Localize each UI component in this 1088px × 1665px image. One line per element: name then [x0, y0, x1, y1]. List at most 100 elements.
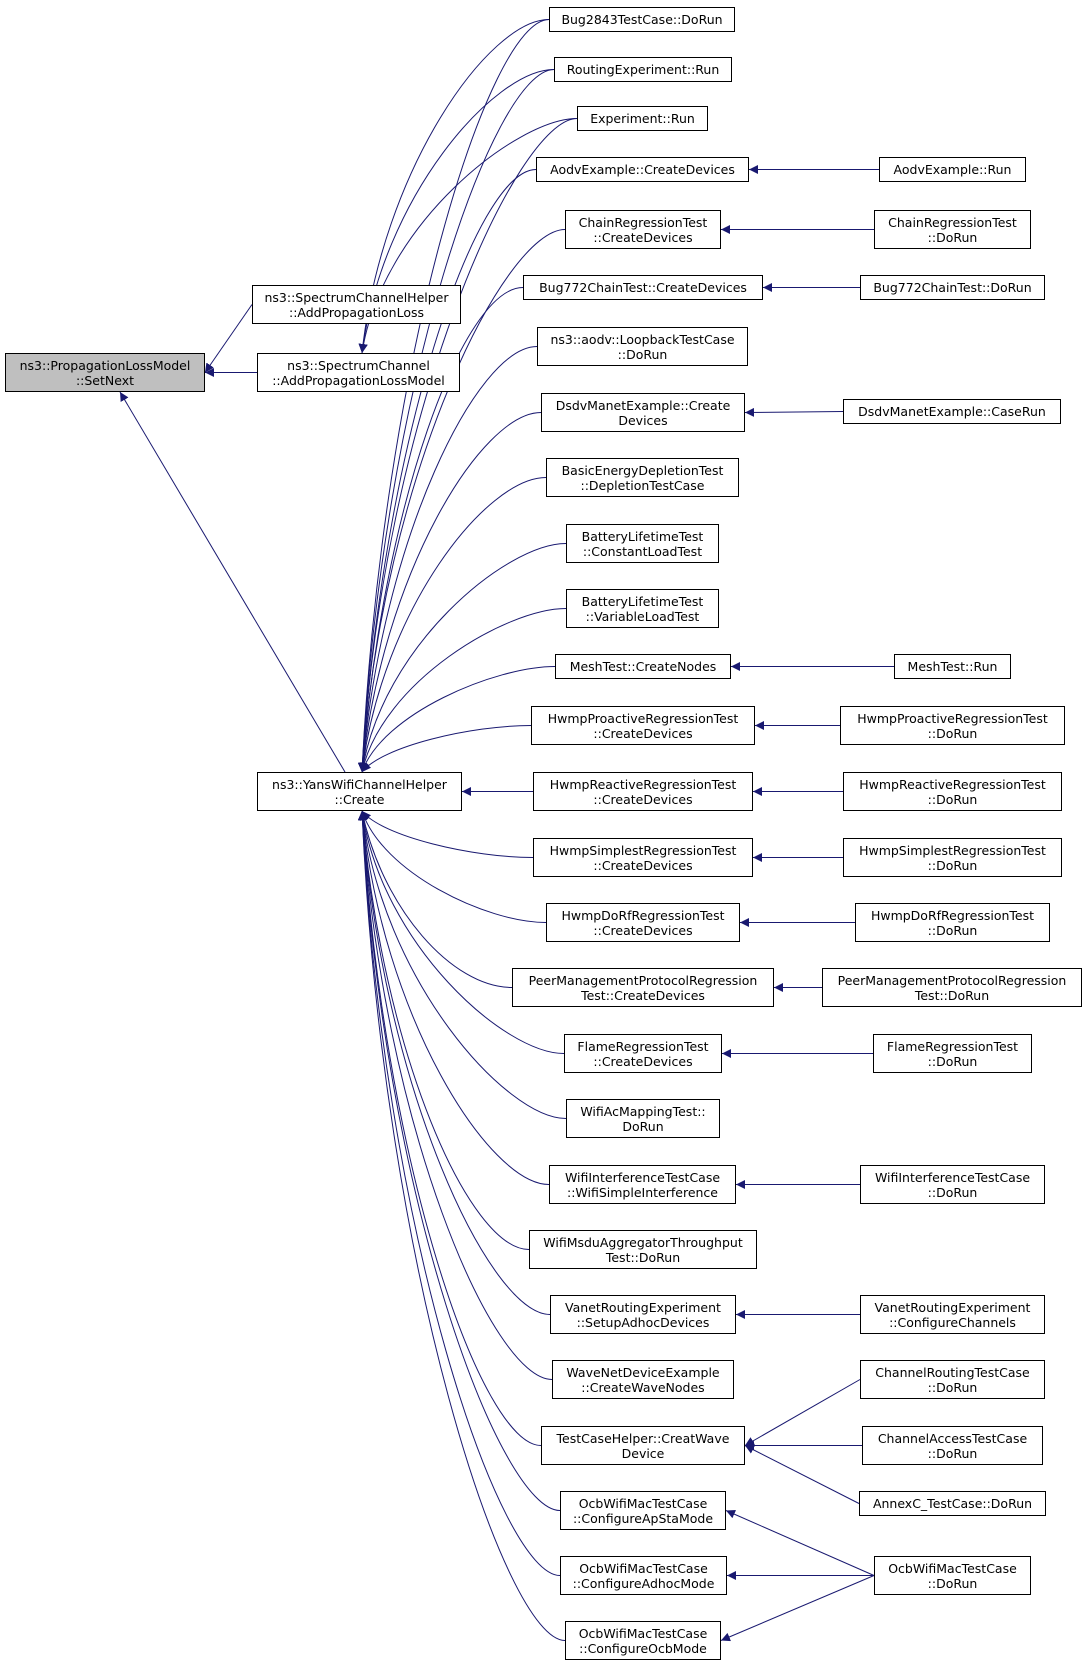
node-line: FlameRegressionTest — [886, 1038, 1019, 1054]
node-line: ::DoRun — [927, 1379, 978, 1395]
node-line: ::Create — [334, 791, 385, 807]
node-yanswifichannelhelper-create[interactable]: ns3::YansWifiChannelHelper ::Create — [257, 772, 462, 811]
edge-ocbapsta-ocbdorun — [725, 1509, 875, 1576]
node-hwmpreactiveregressiontest-createdevices[interactable]: HwmpReactiveRegressionTest ::CreateDevic… — [533, 772, 753, 811]
node-vanetroutingexperiment-setupadhocdevices[interactable]: VanetRoutingExperiment ::SetupAdhocDevic… — [550, 1295, 736, 1334]
node-dsdvmanetexample-caserun[interactable]: DsdvManetExample::CaseRun — [843, 399, 1061, 424]
edge-yans-battconst — [358, 543, 567, 773]
node-line: ns3::YansWifiChannelHelper — [272, 776, 447, 792]
node-hwmpproactiveregressiontest-createdevices[interactable]: HwmpProactiveRegressionTest ::CreateDevi… — [531, 706, 755, 745]
node-aodvexample-createdevices[interactable]: AodvExample::CreateDevices — [536, 157, 749, 182]
node-hwmpdorfregressiontest-dorun[interactable]: HwmpDoRfRegressionTest ::DoRun — [855, 903, 1050, 942]
node-line: FlameRegressionTest — [577, 1038, 709, 1054]
edge-yans-flame — [358, 810, 565, 1054]
node-line: OcbWifiMacTestCase — [579, 1560, 708, 1576]
node-bug2843testcase-dorun[interactable]: Bug2843TestCase::DoRun — [549, 7, 735, 32]
node-ocbwifimactestcase-configureocbmode[interactable]: OcbWifiMacTestCase ::ConfigureOcbMode — [565, 1621, 721, 1660]
node-line: ChainRegressionTest — [578, 214, 708, 230]
node-chainregressiontest-createdevices[interactable]: ChainRegressionTest ::CreateDevices — [565, 210, 721, 249]
node-dsdvmanetexample-createdevices[interactable]: DsdvManetExample::Create Devices — [541, 393, 745, 432]
node-line: MeshTest::CreateNodes — [569, 659, 717, 674]
node-batterylifetimetest-constantloadtest[interactable]: BatteryLifetimeTest ::ConstantLoadTest — [566, 524, 719, 563]
edge-yans-bug2843 — [357, 19, 550, 773]
node-line: ::ConstantLoadTest — [582, 543, 703, 559]
node-bug772chaintest-dorun[interactable]: Bug772ChainTest::DoRun — [860, 275, 1045, 300]
node-line: ::SetNext — [75, 372, 135, 388]
node-meshtest-createnodes[interactable]: MeshTest::CreateNodes — [555, 654, 731, 679]
node-line: HwmpProactiveRegressionTest — [547, 710, 739, 726]
node-hwmpsimplestregressiontest-createdevices[interactable]: HwmpSimplestRegressionTest ::CreateDevic… — [533, 838, 753, 877]
node-line: Bug772ChainTest::DoRun — [873, 280, 1032, 295]
node-wifiinterferencetestcase-wifisimpleinterference[interactable]: WifiInterferenceTestCase ::WifiSimpleInt… — [549, 1165, 736, 1204]
node-line: AnnexC_TestCase::DoRun — [872, 1496, 1033, 1511]
node-testcasehelper-creatwavedevice[interactable]: TestCaseHelper::CreatWave Device — [541, 1426, 745, 1465]
node-ocbwifimactestcase-configureapstamode[interactable]: OcbWifiMacTestCase ::ConfigureApStaMode — [560, 1491, 726, 1530]
node-line: ::DoRun — [927, 1184, 978, 1200]
node-vanetroutingexperiment-configurechannels[interactable]: VanetRoutingExperiment ::ConfigureChanne… — [860, 1295, 1045, 1334]
node-line: HwmpReactiveRegressionTest — [859, 776, 1046, 792]
edge-dsdvcreate-dsdvcaserun — [744, 407, 844, 417]
node-line: PeerManagementProtocolRegression — [837, 972, 1067, 988]
node-hwmpreactiveregressiontest-dorun[interactable]: HwmpReactiveRegressionTest ::DoRun — [843, 772, 1062, 811]
edge-yans-routingexp — [357, 69, 555, 773]
node-channelroutingtestcase-dorun[interactable]: ChannelRoutingTestCase ::DoRun — [860, 1360, 1045, 1399]
edge-yans-ocbapsta — [357, 810, 561, 1511]
edge-yans-testcasehelper — [358, 810, 542, 1446]
node-spectrumchannelhelper-addpropagationloss[interactable]: ns3::SpectrumChannelHelper ::AddPropagat… — [252, 285, 461, 324]
node-wifimsduaggregatorthroughputtest-dorun[interactable]: WifiMsduAggregatorThroughput Test::DoRun — [529, 1230, 757, 1269]
node-flameregressiontest-createdevices[interactable]: FlameRegressionTest ::CreateDevices — [564, 1034, 722, 1073]
node-peermanagementprotocolregressiontest-dorun[interactable]: PeerManagementProtocolRegression Test::D… — [822, 968, 1082, 1007]
node-line: ::WifiSimpleInterference — [566, 1184, 718, 1200]
node-wifiacmappingtest-dorun[interactable]: WifiAcMappingTest:: DoRun — [566, 1099, 720, 1138]
node-line: BatteryLifetimeTest — [581, 593, 704, 609]
node-experiment-run[interactable]: Experiment::Run — [577, 106, 708, 131]
node-line: TestCaseHelper::CreatWave — [556, 1430, 730, 1446]
node-routingexperiment-run[interactable]: RoutingExperiment::Run — [554, 57, 732, 82]
node-line: ns3::SpectrumChannelHelper — [264, 289, 449, 305]
node-line: ::CreateDevices — [593, 791, 693, 807]
node-hwmpsimplestregressiontest-dorun[interactable]: HwmpSimplestRegressionTest ::DoRun — [843, 838, 1062, 877]
node-line: OcbWifiMacTestCase — [578, 1625, 708, 1641]
node-line: ::CreateWaveNodes — [581, 1379, 705, 1395]
node-line: Bug772ChainTest::CreateDevices — [539, 280, 747, 295]
node-line: PeerManagementProtocolRegression — [528, 972, 758, 988]
edge-yans-bug772create — [358, 287, 524, 773]
node-line: HwmpDoRfRegressionTest — [870, 907, 1035, 923]
node-ocbwifimactestcase-configureadhocmode[interactable]: OcbWifiMacTestCase ::ConfigureAdhocMode — [560, 1556, 727, 1595]
node-peermanagementprotocolregressiontest-createdevices[interactable]: PeerManagementProtocolRegression Test::C… — [512, 968, 774, 1007]
node-line: ::DoRun — [927, 725, 978, 741]
node-line: HwmpSimplestRegressionTest — [859, 842, 1046, 858]
node-line: HwmpProactiveRegressionTest — [857, 710, 1048, 726]
node-ocbwifimactestcase-dorun[interactable]: OcbWifiMacTestCase ::DoRun — [874, 1556, 1031, 1595]
node-line: ns3::SpectrumChannel — [287, 357, 430, 373]
node-line: DoRun — [622, 1118, 664, 1134]
node-line: ::ConfigureAdhocMode — [572, 1575, 715, 1591]
edge-yans-vanetsetup — [358, 810, 551, 1315]
node-aodvexample-run[interactable]: AodvExample::Run — [879, 157, 1026, 182]
node-annexc-testcase-dorun[interactable]: AnnexC_TestCase::DoRun — [859, 1491, 1046, 1516]
node-channelaccesstestcase-dorun[interactable]: ChannelAccessTestCase ::DoRun — [862, 1426, 1043, 1465]
node-spectrumchannel-addpropagationlossmodel[interactable]: ns3::SpectrumChannel ::AddPropagationLos… — [257, 353, 460, 392]
node-batterylifetimetest-variableloadtest[interactable]: BatteryLifetimeTest ::VariableLoadTest — [566, 589, 719, 628]
node-meshtest-run[interactable]: MeshTest::Run — [894, 654, 1011, 679]
node-basicenergydepletiontest-depletiontestcase[interactable]: BasicEnergyDepletionTest ::DepletionTest… — [546, 458, 739, 497]
node-line: AodvExample::Run — [893, 162, 1012, 177]
node-wavenetdeviceexample-createwavenodes[interactable]: WaveNetDeviceExample ::CreateWaveNodes — [552, 1360, 734, 1399]
node-line: WifiInterferenceTestCase — [874, 1169, 1031, 1185]
node-line: BatteryLifetimeTest — [581, 528, 704, 544]
node-wifiinterferencetestcase-dorun[interactable]: WifiInterferenceTestCase ::DoRun — [860, 1165, 1045, 1204]
node-hwmpproactiveregressiontest-dorun[interactable]: HwmpProactiveRegressionTest ::DoRun — [840, 706, 1065, 745]
node-line: HwmpReactiveRegressionTest — [549, 776, 737, 792]
node-chainregressiontest-dorun[interactable]: ChainRegressionTest ::DoRun — [874, 210, 1031, 249]
edge-yans-experiment — [358, 118, 578, 773]
node-loopbacktestcase-dorun[interactable]: ns3::aodv::LoopbackTestCase ::DoRun — [537, 327, 748, 366]
edge-yans-wifiinterf — [358, 810, 550, 1185]
node-line: WifiMsduAggregatorThroughput — [543, 1234, 743, 1250]
edge-yans-wavenet — [358, 810, 553, 1380]
node-hwmpdorfregressiontest-createdevices[interactable]: HwmpDoRfRegressionTest ::CreateDevices — [546, 903, 740, 942]
node-line: Bug2843TestCase::DoRun — [561, 12, 723, 27]
node-bug772chaintest-createdevices[interactable]: Bug772ChainTest::CreateDevices — [523, 275, 763, 300]
node-line: ::ConfigureChannels — [889, 1314, 1016, 1330]
node-flameregressiontest-dorun[interactable]: FlameRegressionTest ::DoRun — [873, 1034, 1032, 1073]
node-line: WifiAcMappingTest:: — [580, 1103, 706, 1119]
